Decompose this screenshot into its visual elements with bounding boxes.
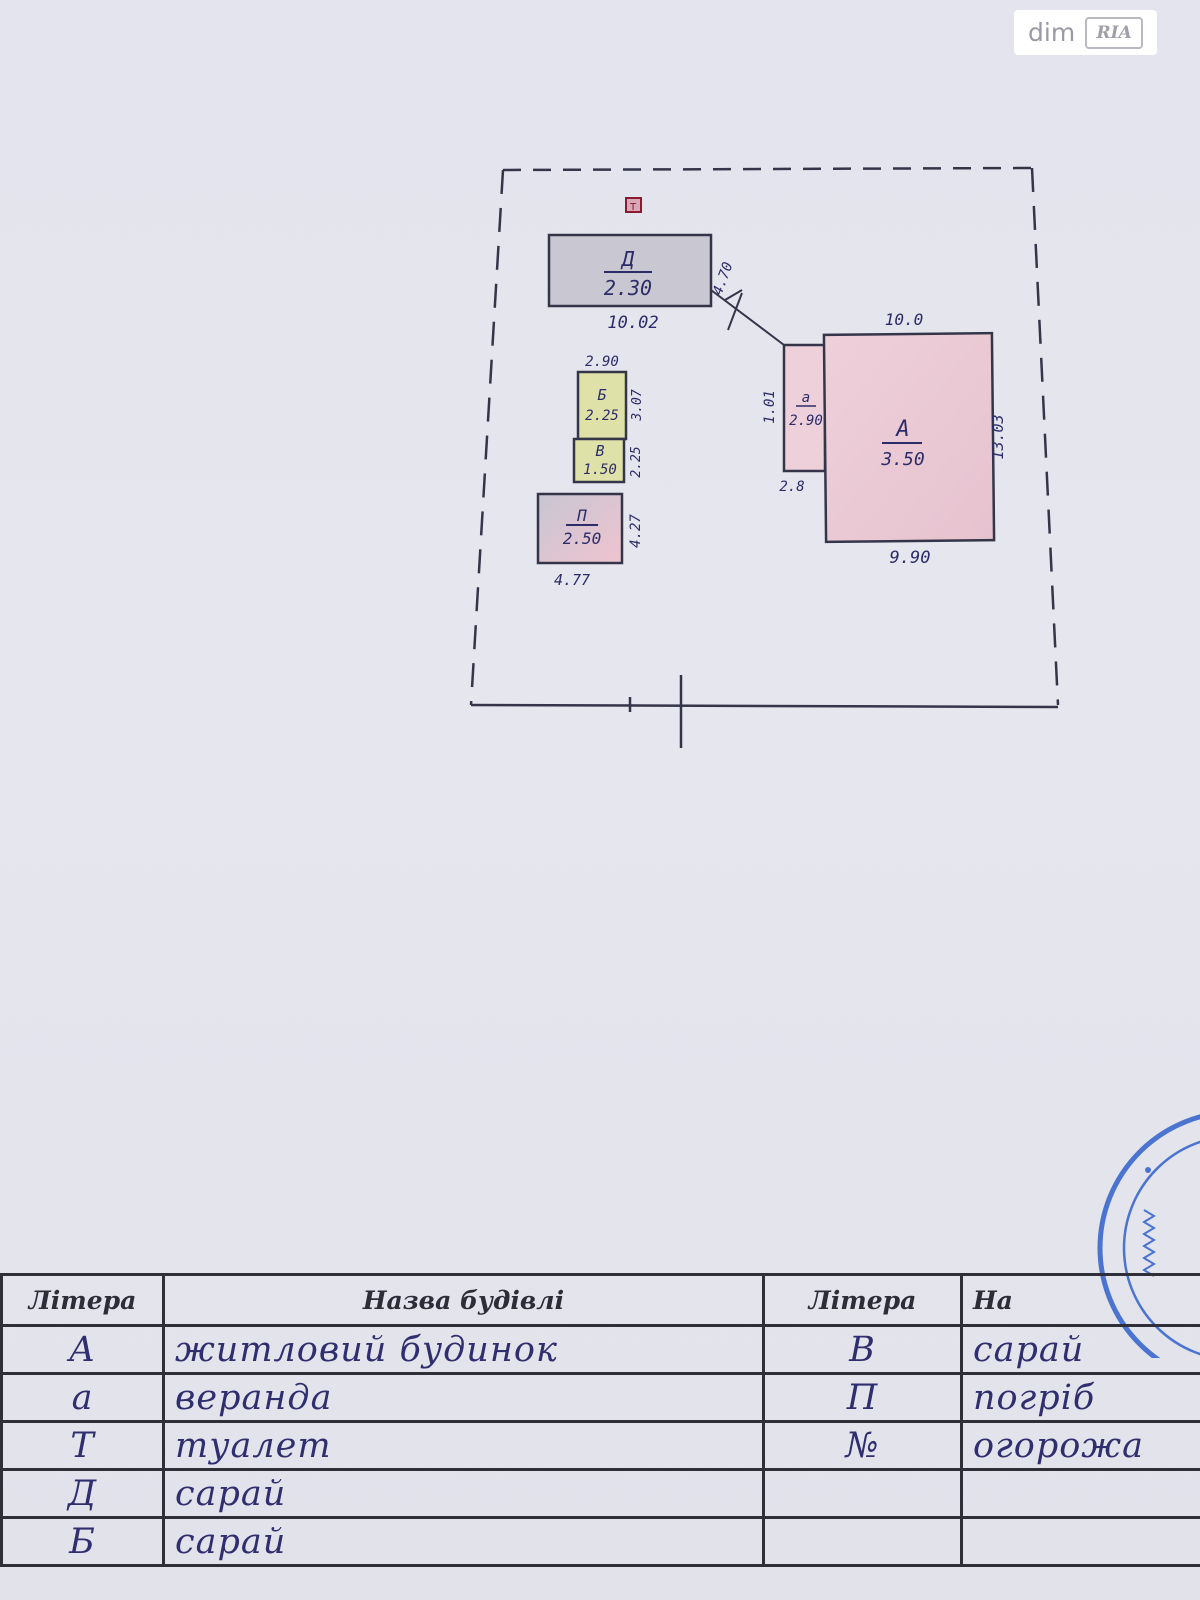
- marker-label: T: [629, 202, 637, 213]
- table-row: Т туалет № огорожа: [0, 1420, 1200, 1471]
- building-b: Б 2.25: [576, 370, 628, 441]
- table-row: А житловий будинок В сарай: [0, 1324, 1200, 1375]
- row-letter-2: [762, 1516, 963, 1567]
- stamp-dot: [1145, 1167, 1151, 1173]
- connector-tick: [724, 289, 743, 301]
- building-b-value: 2.25: [585, 408, 619, 424]
- dim-b-side: 3.07: [630, 389, 645, 421]
- house-a: А 3.50: [822, 331, 996, 544]
- dim-v-side: 2.25: [629, 446, 644, 477]
- header-building-name: Назва будівлі: [162, 1273, 765, 1327]
- dim-veranda-bottom: 2.8: [779, 479, 804, 495]
- dim-d-bottom: 10.02: [607, 313, 658, 333]
- building-d-value: 2.30: [604, 276, 652, 300]
- site-plan: T Д 2.30 Б 2.25 В 1.50: [469, 166, 1060, 748]
- building-v-letter: В: [595, 442, 604, 460]
- building-legend-table: Літера Назва будівлі Літера На А житлови…: [0, 1273, 1200, 1567]
- building-v-shape: [572, 437, 626, 484]
- table-header-row: Літера Назва будівлі Літера На: [0, 1273, 1200, 1327]
- building-v-value: 1.50: [583, 462, 617, 478]
- marker-t: T: [625, 197, 642, 213]
- building-b-shape: [576, 370, 628, 441]
- boundary-top: [502, 166, 1033, 172]
- building-v: В 1.50: [572, 437, 626, 484]
- dim-d-side: 4.70: [710, 260, 737, 297]
- row-letter-2: В: [762, 1324, 963, 1375]
- house-value: 3.50: [880, 449, 924, 470]
- header-building-name-2: На: [960, 1273, 1200, 1327]
- building-d: Д 2.30: [547, 233, 713, 308]
- veranda-shape: [782, 343, 827, 473]
- table-row: Б сарай: [0, 1516, 1200, 1567]
- house-shape: [822, 331, 996, 544]
- boundary-bottom: [470, 703, 1059, 709]
- dim-house-side: 13.03: [989, 414, 1007, 459]
- house-letter: А: [894, 417, 909, 442]
- building-p-value: 2.50: [563, 529, 602, 548]
- veranda-letter: а: [802, 390, 810, 406]
- row-building-name-2: [960, 1516, 1200, 1567]
- boundary-left: [469, 169, 505, 706]
- stamp-inner-ring: [1122, 1140, 1200, 1356]
- building-p: П 2.50: [536, 492, 624, 565]
- table-row: Д сарай: [0, 1468, 1200, 1519]
- boundary-right: [1030, 167, 1060, 706]
- row-building-name-2: [960, 1468, 1200, 1519]
- row-letter-2: [762, 1468, 963, 1519]
- official-stamp: [1097, 1114, 1200, 1358]
- watermark-logo: RIA: [1085, 16, 1144, 49]
- veranda-value: 2.90: [789, 413, 823, 429]
- building-b-letter: Б: [597, 386, 606, 404]
- building-p-letter: П: [576, 506, 587, 525]
- row-letter-2: П: [762, 1372, 963, 1423]
- row-letter-2: №: [762, 1420, 963, 1471]
- dim-house-bottom: 9.90: [890, 548, 931, 568]
- dim-veranda-side: 1.01: [762, 390, 778, 424]
- veranda-a: а 2.90: [782, 343, 827, 473]
- watermark-brand: dim: [1028, 18, 1076, 47]
- dim-b-top: 2.90: [585, 354, 619, 370]
- header-letter: Літера: [0, 1273, 165, 1327]
- row-building-name-2: погріб: [960, 1372, 1200, 1423]
- dim-house-top: 10.0: [885, 310, 924, 329]
- stamp-outer-ring: [1097, 1114, 1200, 1358]
- row-letter: а: [0, 1372, 165, 1423]
- stamp-pattern: [1142, 1209, 1156, 1277]
- row-building-name: сарай: [162, 1516, 765, 1567]
- connector-line: [710, 289, 785, 346]
- building-p-shape: [536, 492, 624, 565]
- marker-box: [625, 197, 642, 213]
- row-letter: Д: [0, 1468, 165, 1519]
- row-building-name: сарай: [162, 1468, 765, 1519]
- header-letter-2: Літера: [762, 1273, 963, 1327]
- row-building-name-2: сарай: [960, 1324, 1200, 1375]
- row-building-name: туалет: [162, 1420, 765, 1471]
- row-building-name: веранда: [162, 1372, 765, 1423]
- dim-p-side: 4.27: [628, 514, 644, 548]
- row-letter: А: [0, 1324, 165, 1375]
- row-letter: Б: [0, 1516, 165, 1567]
- plot-boundary: [469, 166, 1060, 748]
- dim-p-bottom: 4.77: [554, 571, 590, 589]
- building-d-shape: [547, 233, 713, 308]
- row-building-name-2: огорожа: [960, 1420, 1200, 1471]
- connector-lines: [710, 289, 785, 346]
- dim-ria-watermark: dim RIA: [1014, 10, 1157, 55]
- building-d-letter: Д: [620, 247, 635, 271]
- connector-tick-2: [727, 292, 743, 331]
- table-row: а веранда П погріб: [0, 1372, 1200, 1423]
- row-letter: Т: [0, 1420, 165, 1471]
- row-building-name: житловий будинок: [162, 1324, 765, 1375]
